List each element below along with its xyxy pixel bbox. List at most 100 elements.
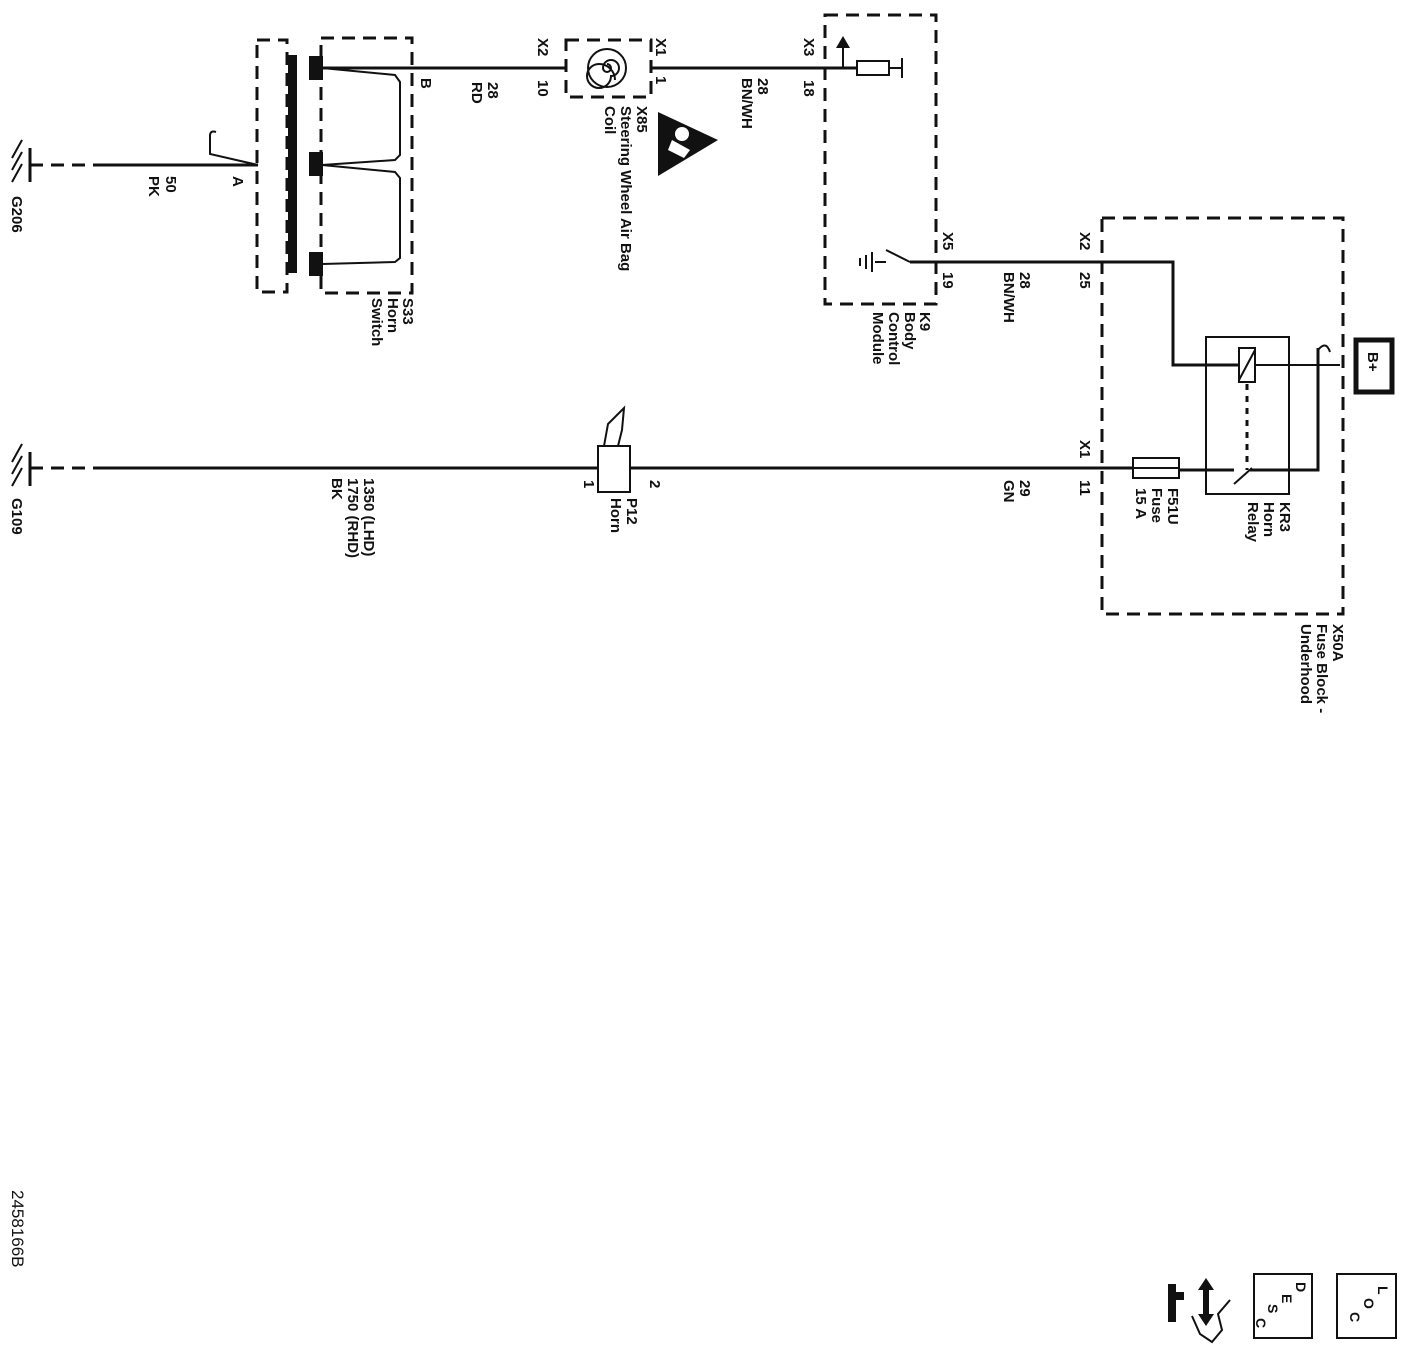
horn-body xyxy=(597,445,631,493)
fuse-block-pin-fuse: 11 xyxy=(1076,480,1093,496)
ground-g109-label: G109 xyxy=(8,498,25,535)
horn-name: Horn xyxy=(607,498,624,533)
horn-switch-name-line1: Horn xyxy=(384,298,401,333)
bcm-connector-mid: X5 xyxy=(939,232,956,250)
wire-29-color: GN xyxy=(1000,480,1017,503)
ground-g206: G206 xyxy=(8,139,32,233)
power-b-plus-label: B+ xyxy=(1364,352,1381,372)
wire-28-bnwh-relay xyxy=(910,260,1242,367)
fuse-block-dashed-box xyxy=(1100,216,1345,616)
wrench-icon xyxy=(1168,1284,1184,1322)
horn-switch-contact-bar xyxy=(288,55,297,273)
fuse-ref: F51U xyxy=(1164,488,1181,525)
figure-id: 2458166B xyxy=(8,1190,27,1268)
bcm-output-switch xyxy=(885,249,911,263)
horn-switch-spring-upper xyxy=(321,67,401,166)
horn-switch-spring-lower xyxy=(321,164,401,265)
desc-button[interactable]: D E S C xyxy=(1253,1273,1313,1339)
svg-text:L: L xyxy=(1375,1286,1391,1295)
coil-pin-out: 1 xyxy=(652,76,669,84)
coil-name-line2: Coil xyxy=(601,106,618,134)
loc-box xyxy=(1336,1273,1397,1339)
bcm-name-line3: Module xyxy=(869,312,886,365)
ground-g109: G109 xyxy=(8,443,32,535)
horn-switch-ref: S33 xyxy=(399,298,416,325)
wire-28-rd-color: RD xyxy=(468,82,485,104)
wire-28-bnwh-relay-color: BN/WH xyxy=(1000,272,1017,323)
horn-pin-1: 1 xyxy=(580,480,597,488)
coil-name-line1: Steering Wheel Air Bag xyxy=(617,106,634,271)
fuse-block-name-line2: Underhood xyxy=(1297,624,1314,704)
bcm-pin-top: 18 xyxy=(800,80,817,97)
airbag-coil: X1 1 X85 Steering Wheel Air Bag Coil xyxy=(564,38,718,271)
horn-relay-name-line1: Horn xyxy=(1260,502,1277,537)
clockspring-coil-icon xyxy=(587,48,627,88)
bcm-input-resistor xyxy=(856,60,890,76)
wire-28-bnwh-relay-circuit: 28 xyxy=(1016,272,1033,289)
horn-relay-box xyxy=(1205,336,1290,495)
ground-g206-label: G206 xyxy=(8,196,25,233)
horn-relay-switch-contact xyxy=(1233,467,1253,485)
schematic-nav-icon[interactable] xyxy=(1168,1278,1231,1344)
wire-bk-color: BK xyxy=(328,478,345,500)
wire-28-rd-circuit: 28 xyxy=(484,82,501,99)
battery-feed-wire xyxy=(1250,348,1320,472)
coil-pin-in: 10 xyxy=(534,80,551,97)
svg-text:O: O xyxy=(1361,1298,1377,1309)
horn-switch-contact-top xyxy=(309,56,323,80)
wire-29-circuit: 29 xyxy=(1016,480,1033,497)
bcm-pullup-arrow-icon xyxy=(836,36,850,48)
fuse-rating: 15 A xyxy=(1132,488,1149,519)
fuse-block-pin-relay: 25 xyxy=(1076,272,1093,289)
coil-ref: X85 xyxy=(633,106,650,133)
power-b-plus: B+ xyxy=(1353,337,1395,395)
fuse-name-line1: Fuse xyxy=(1148,488,1165,523)
airbag-warning-triangle-icon xyxy=(658,112,718,176)
svg-text:C: C xyxy=(1253,1318,1269,1328)
bcm-name-line1: Body xyxy=(901,312,918,350)
bcm-dashed-box xyxy=(823,13,938,306)
svg-text:D: D xyxy=(1293,1282,1309,1292)
up-down-arrow-icon xyxy=(1198,1278,1214,1326)
wire-28-bnwh-top-circuit: 28 xyxy=(754,78,771,95)
horn-switch-blade xyxy=(209,130,259,166)
bcm-connector-top: X3 xyxy=(800,38,817,56)
svg-text:E: E xyxy=(1279,1294,1295,1303)
horn-bell-icon xyxy=(603,405,626,447)
horn-switch-pin-b: B xyxy=(417,78,434,89)
fuse-block-underhood: X50A Fuse Block - Underhood KR3 Horn Rel… xyxy=(1100,216,1346,713)
desc-box xyxy=(1253,1273,1313,1339)
coil-connector-in: X2 xyxy=(534,38,551,56)
horn-ref: P12 xyxy=(623,498,640,525)
power-b-plus-box xyxy=(1353,337,1395,395)
horn-relay-name-line2: Relay xyxy=(1244,502,1261,543)
wire-bk-circuit-line1: 1350 (LHD) xyxy=(360,478,377,556)
fuse-block-connector-relay: X2 xyxy=(1076,232,1093,250)
loc-button[interactable]: L O C xyxy=(1336,1273,1397,1339)
wire-50-circuit: 50 xyxy=(162,176,179,193)
coil-connector-out: X1 xyxy=(652,38,669,56)
svg-text:S: S xyxy=(1265,1304,1281,1313)
horn-switch-inner-dashed-box xyxy=(319,36,414,295)
bcm-ref: K9 xyxy=(916,312,933,331)
svg-text:C: C xyxy=(1347,1312,1363,1322)
horn-switch-name-line2: Switch xyxy=(368,298,385,346)
horn-switch-contact-mid xyxy=(309,152,323,176)
fuse-block-ref: X50A xyxy=(1329,624,1346,662)
horn-pin-2: 2 xyxy=(646,480,663,488)
fuse-block-connector-fuse: X1 xyxy=(1076,440,1093,458)
wire-50-color: PK xyxy=(145,176,162,197)
horn-switch: B S33 Horn Switch xyxy=(209,36,434,346)
bcm-name-line2: Control xyxy=(885,312,902,365)
body-control-module: X5 19 K9 Body Control Module xyxy=(823,13,956,365)
wire-28-bnwh-top-color: BN/WH xyxy=(738,78,755,129)
horn-switch-outer-dashed-box xyxy=(255,38,289,294)
horn-switch-contact-bottom xyxy=(309,252,323,276)
bcm-pin-mid: 19 xyxy=(939,272,956,289)
horn-relay: KR3 Horn Relay xyxy=(1205,336,1318,543)
horn-switch-pin-a: A xyxy=(229,176,246,187)
horn-relay-ref: KR3 xyxy=(1276,502,1293,532)
wire-bk-circuit-line2: 1750 (RHD) xyxy=(344,478,361,558)
horn-p12: 1 2 P12 Horn xyxy=(580,405,663,533)
